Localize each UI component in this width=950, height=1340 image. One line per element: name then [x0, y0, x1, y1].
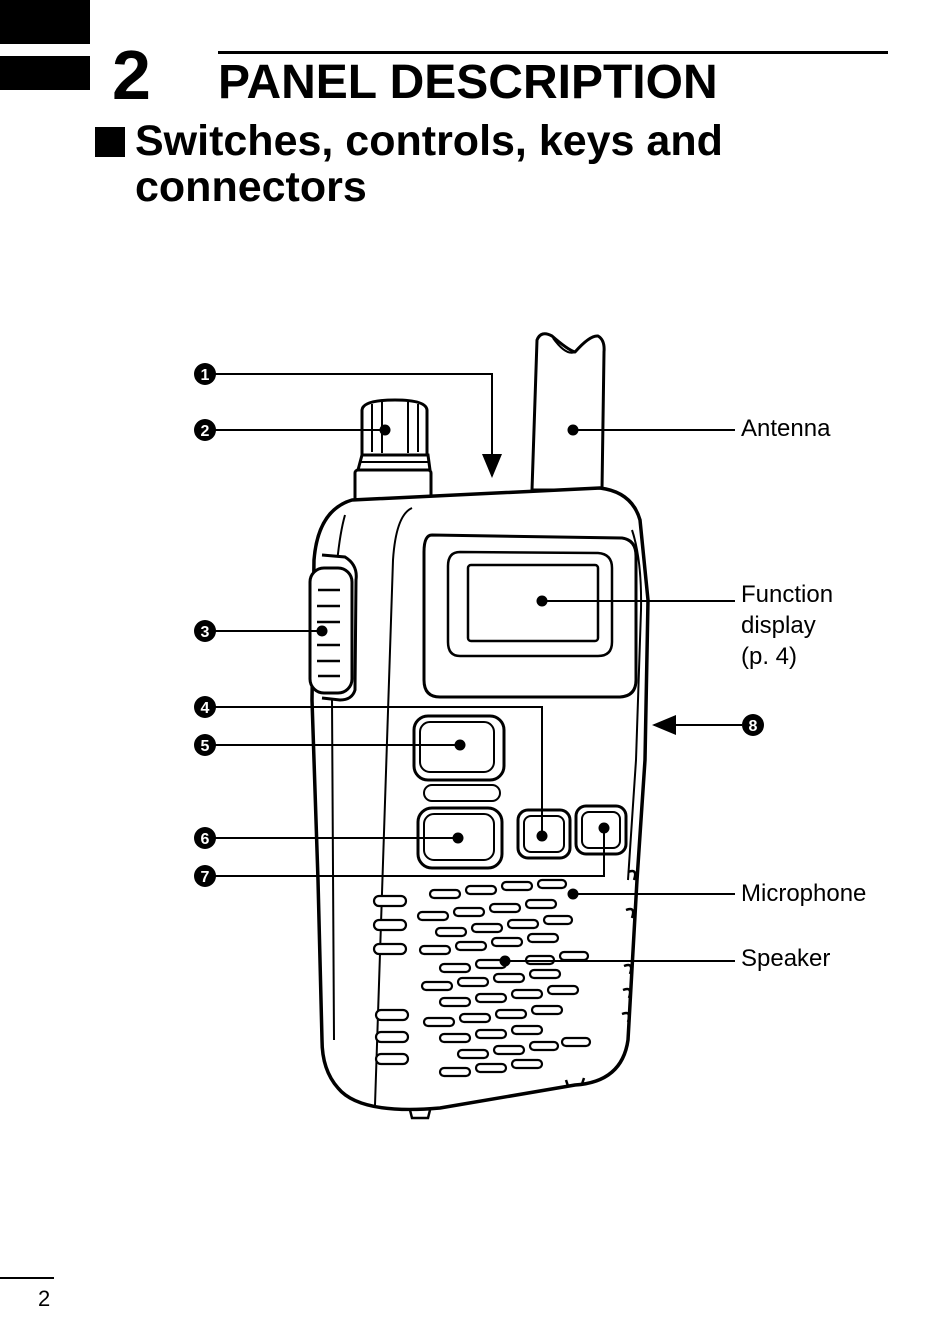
leader-dots	[316, 424, 610, 967]
svg-text:3: 3	[201, 624, 210, 641]
svg-text:6: 6	[201, 831, 210, 848]
marker-1: 1	[194, 363, 216, 385]
svg-text:5: 5	[201, 738, 210, 755]
svg-text:4: 4	[201, 700, 210, 717]
title-rule	[218, 51, 888, 54]
marker-8: 8	[742, 714, 764, 736]
antenna-drawing	[530, 332, 606, 492]
display-drawing	[422, 533, 638, 699]
callout-function-display: Function display (p. 4)	[741, 581, 834, 670]
page-footer-rule	[0, 1277, 54, 1279]
marker-6: 6	[194, 827, 216, 849]
marker-5: 5	[194, 734, 216, 756]
section-title: Switches, controls, keys and connectors	[135, 117, 723, 211]
callout-microphone: Microphone	[741, 880, 867, 907]
chapter-title: PANEL DESCRIPTION	[218, 56, 718, 109]
marker-2: 2	[194, 419, 216, 441]
svg-text:7: 7	[201, 869, 210, 886]
ptt-drawing	[308, 553, 358, 702]
chapter-tab-upper	[0, 0, 90, 44]
svg-text:2: 2	[201, 423, 210, 440]
marker-4: 4	[194, 696, 216, 718]
page-number: 2	[38, 1286, 51, 1311]
knob-drawing	[353, 398, 433, 506]
callout-speaker: Speaker	[741, 945, 831, 972]
speaker-grille	[372, 878, 592, 1078]
callout-antenna: Antenna	[741, 415, 831, 442]
marker-3: 3	[194, 620, 216, 642]
marker-7: 7	[194, 865, 216, 887]
svg-text:1: 1	[201, 367, 210, 384]
chapter-tab-lower	[0, 56, 90, 90]
svg-text:8: 8	[749, 718, 758, 735]
section-bullet-icon	[95, 127, 125, 157]
chapter-number: 2	[112, 36, 151, 114]
